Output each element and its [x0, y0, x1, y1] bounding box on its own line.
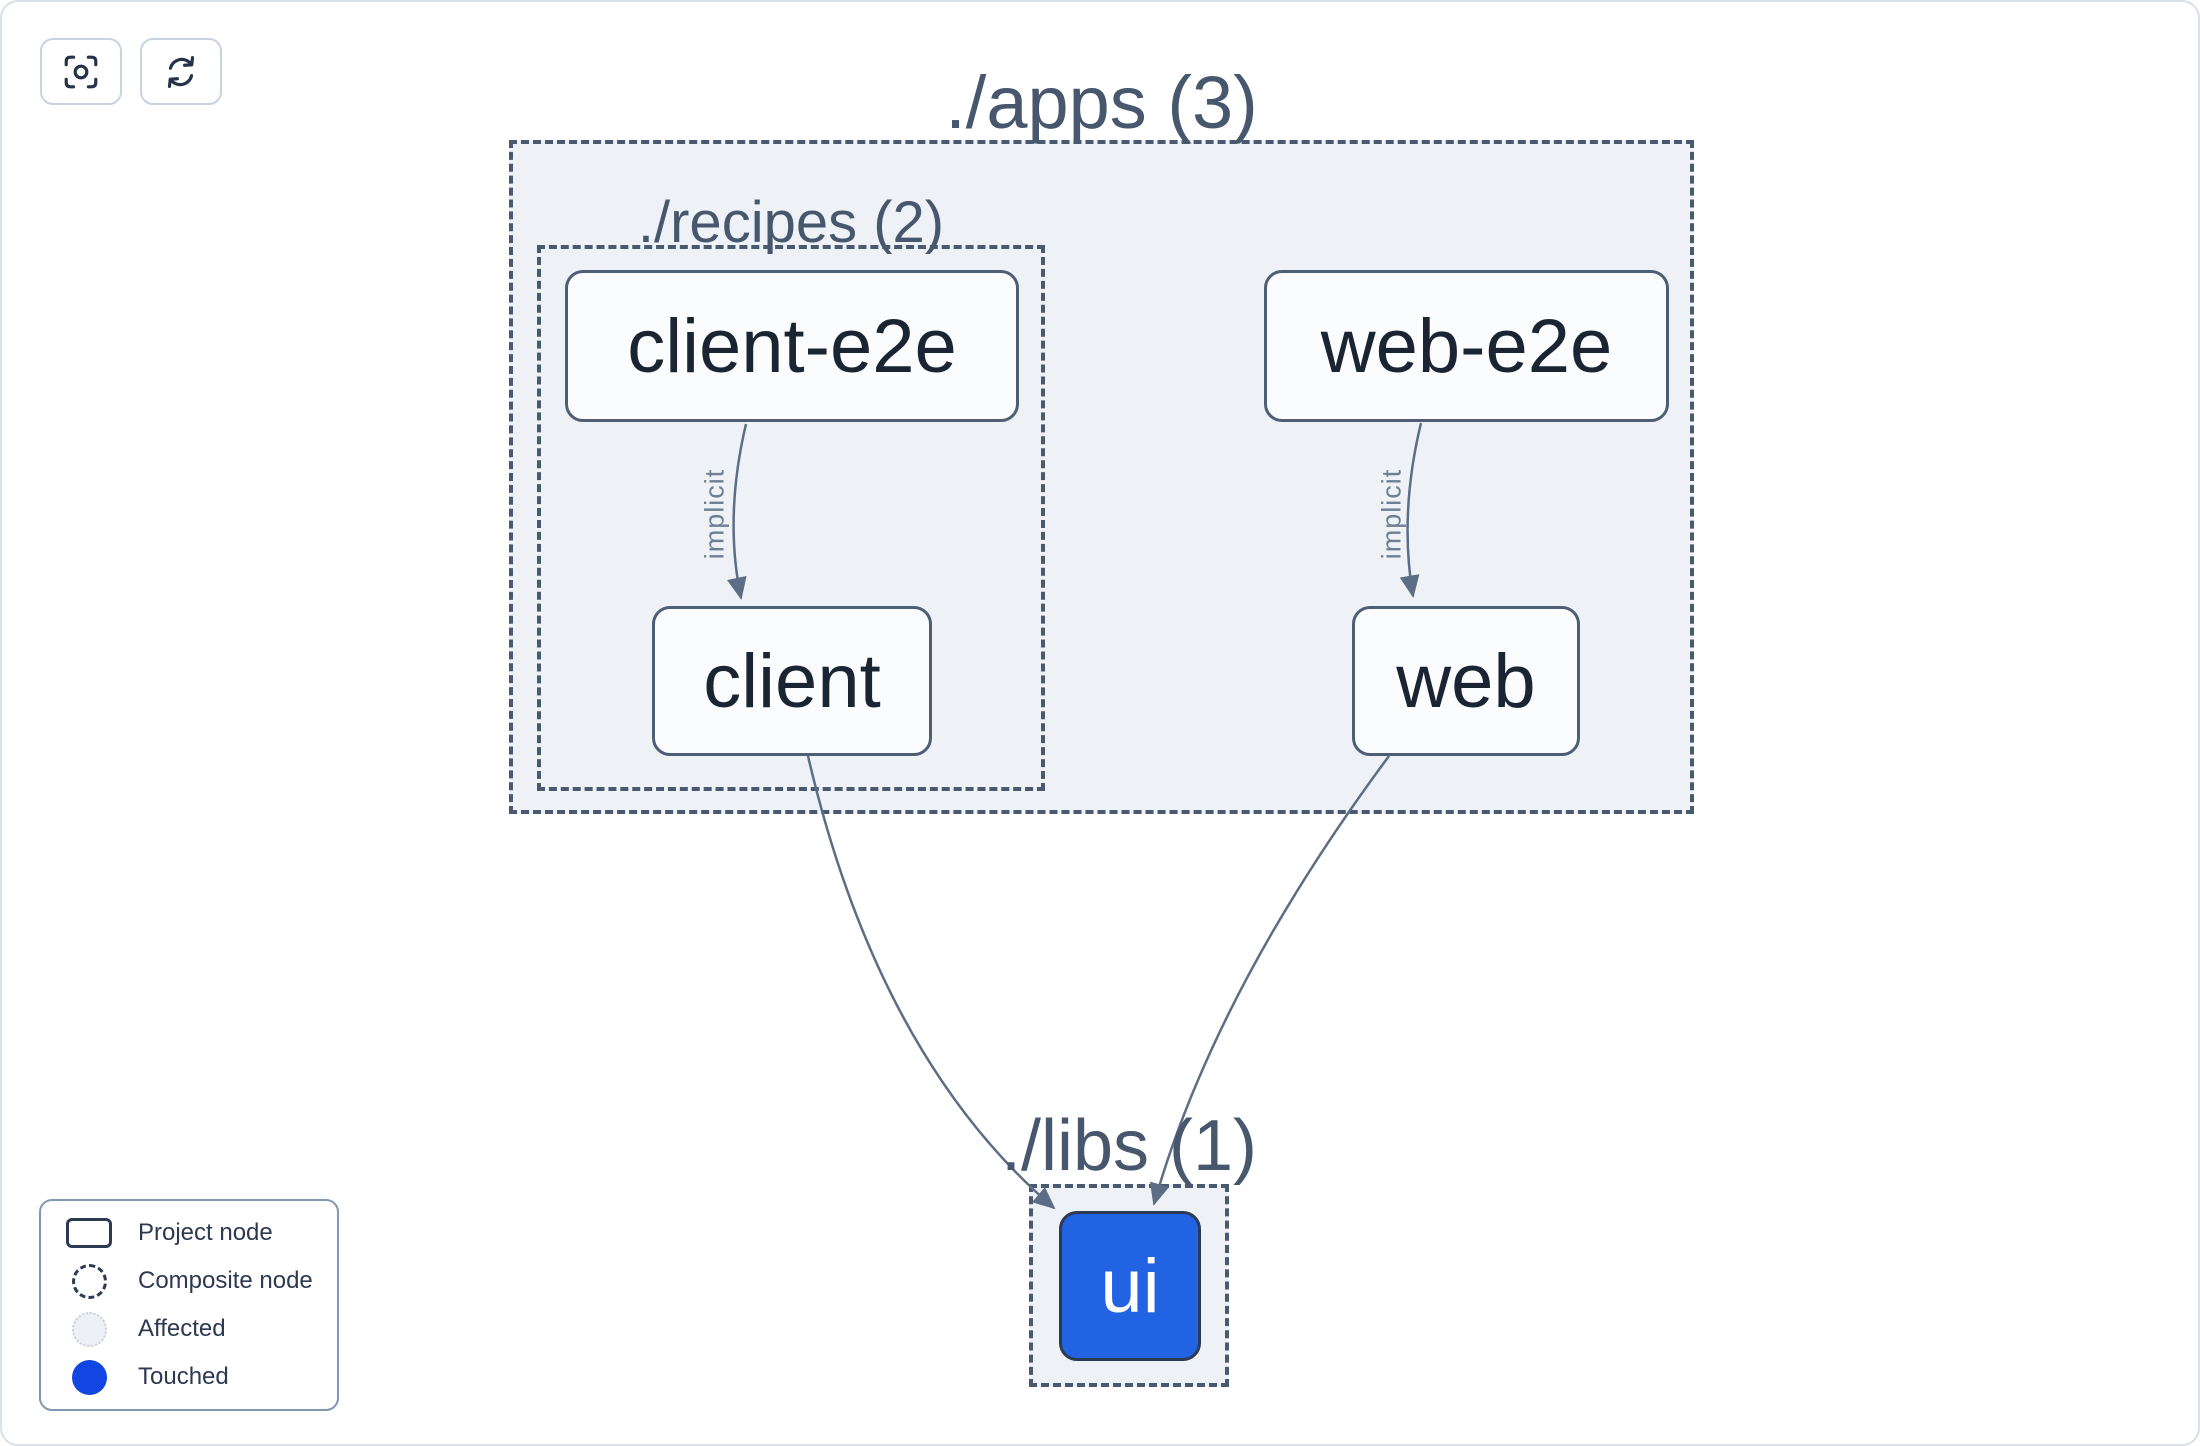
legend-item-composite-node: Composite node — [65, 1263, 337, 1299]
refresh-graph-button[interactable] — [140, 38, 222, 105]
node-client-e2e[interactable]: client-e2e — [565, 270, 1019, 422]
edge-label-implicit-web: implicit — [1376, 468, 1407, 560]
group-title-libs[interactable]: ./libs (1) — [1000, 1106, 1258, 1186]
node-label-web-e2e: web-e2e — [1320, 303, 1613, 389]
legend-panel: Project node Composite node Affected Tou… — [39, 1199, 339, 1411]
touched-node-icon — [71, 1359, 107, 1395]
node-label-web: web — [1396, 638, 1536, 724]
edge-web-e2e-to-web[interactable] — [1399, 422, 1423, 598]
focus-crosshair-icon — [62, 53, 100, 91]
legend-item-affected: Affected — [65, 1311, 337, 1347]
node-label-ui: ui — [1100, 1243, 1160, 1329]
legend-item-touched: Touched — [65, 1359, 337, 1395]
edge-client-to-ui[interactable] — [806, 755, 1056, 1210]
affected-node-icon — [71, 1311, 107, 1347]
legend-label: Project node — [138, 1219, 273, 1246]
center-graph-button[interactable] — [40, 38, 122, 105]
legend-label: Touched — [138, 1363, 229, 1390]
legend-item-project-node: Project node — [65, 1216, 337, 1251]
node-ui-touched[interactable]: ui — [1059, 1211, 1201, 1361]
edge-web-to-ui[interactable] — [1149, 755, 1391, 1206]
node-web-e2e[interactable]: web-e2e — [1264, 270, 1669, 422]
group-title-apps[interactable]: ./apps (3) — [945, 61, 1258, 144]
legend-label: Affected — [138, 1315, 226, 1342]
composite-node-icon — [71, 1263, 107, 1299]
node-web[interactable]: web — [1352, 606, 1580, 756]
edge-client-e2e-to-client[interactable] — [727, 423, 748, 600]
project-node-icon — [66, 1218, 112, 1248]
node-label-client-e2e: client-e2e — [627, 303, 957, 389]
refresh-icon — [162, 53, 200, 91]
node-label-client: client — [703, 638, 881, 724]
group-title-recipes[interactable]: ./recipes (2) — [637, 190, 945, 255]
node-client[interactable]: client — [652, 606, 932, 756]
legend-label: Composite node — [138, 1267, 313, 1294]
edge-label-implicit-client: implicit — [699, 468, 730, 560]
